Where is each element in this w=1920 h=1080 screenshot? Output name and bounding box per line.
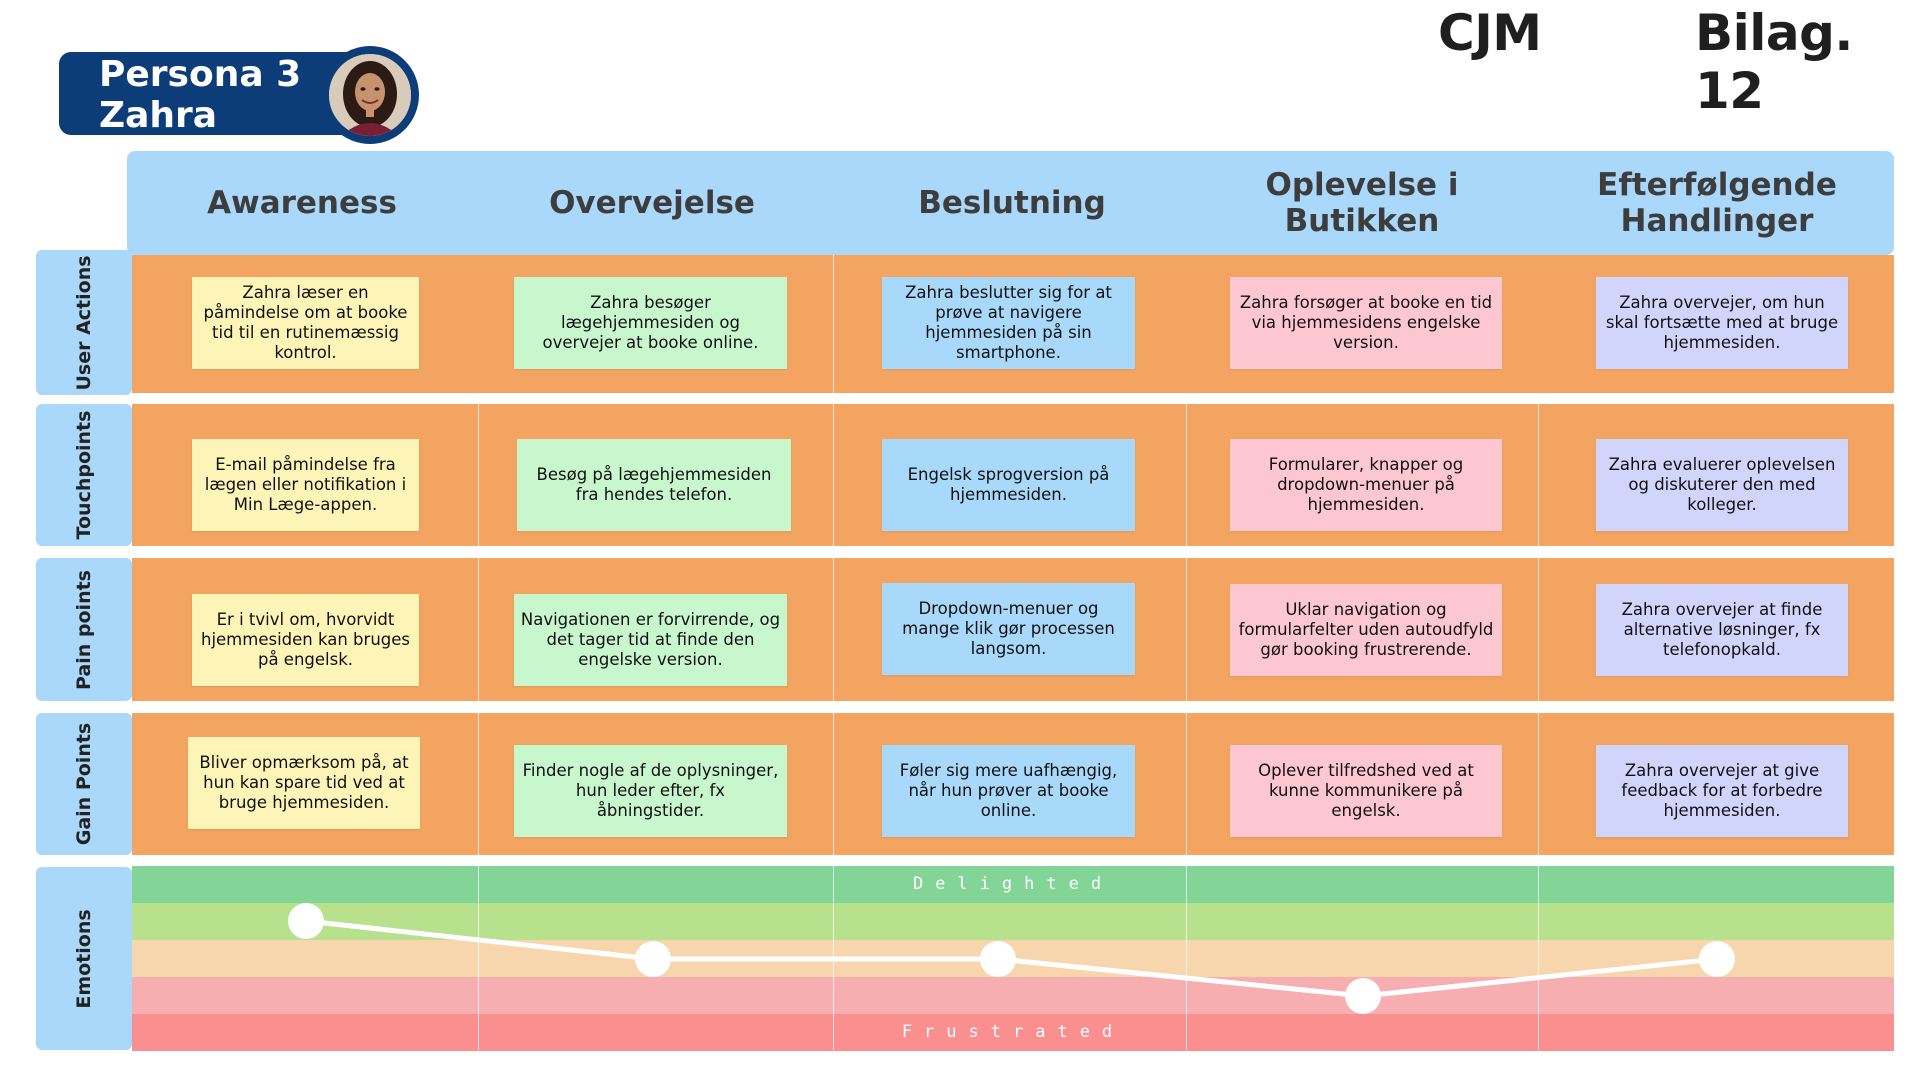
- emotion-chart: Delighted Frustrated: [132, 866, 1894, 1051]
- note-user-actions-oplevelse: Zahra forsøger at booke en tid via hjemm…: [1230, 277, 1502, 369]
- persona-line2: Zahra: [99, 95, 218, 136]
- emotion-point-0: [288, 903, 324, 939]
- emotion-point-4: [1699, 941, 1735, 977]
- persona-name: Persona 3 Zahra: [99, 54, 301, 136]
- emotion-band-5: [132, 1014, 1894, 1051]
- cjm-title: CJM: [1438, 4, 1542, 62]
- emotion-point-1: [635, 941, 671, 977]
- note-gain-awareness: Bliver opmærksom på, at hun kan spare ti…: [188, 737, 420, 829]
- emotion-top-word: Delighted: [912, 874, 1114, 894]
- note-touchpoints-oplevelse: Formularer, knapper og dropdown-menuer p…: [1230, 439, 1502, 531]
- stage-efterfolgende: Efterfølgende Handlinger: [1597, 167, 1837, 239]
- emotion-band-4: [132, 977, 1894, 1014]
- stage-oplevelse: Oplevelse i Butikken: [1265, 167, 1459, 239]
- column-divider: [478, 404, 479, 1050]
- note-touchpoints-awareness: E-mail påmindelse fra lægen eller notifi…: [192, 439, 419, 531]
- column-divider: [833, 255, 834, 1050]
- note-pain-efterfolgende: Zahra overvejer at finde alternative løs…: [1596, 584, 1848, 676]
- row-label-user-actions: User Actions: [36, 250, 132, 395]
- stage-overvejelse: Overvejelse: [549, 185, 755, 221]
- emotion-point-3: [1345, 978, 1381, 1014]
- avatar-ring: [321, 46, 419, 144]
- column-divider: [1538, 404, 1539, 1050]
- persona-line1: Persona 3: [99, 54, 302, 95]
- persona-portrait-icon: [329, 54, 411, 136]
- note-touchpoints-overvejelse: Besøg på lægehjemmesiden fra hendes tele…: [517, 439, 791, 531]
- row-label-touchpoints: Touchpoints: [36, 404, 132, 546]
- note-touchpoints-beslutning: Engelsk sprogversion på hjemmesiden.: [882, 439, 1135, 531]
- emotion-bottom-word: Frustrated: [901, 1022, 1125, 1042]
- note-pain-beslutning: Dropdown-menuer og mange klik gør proces…: [882, 583, 1135, 675]
- note-user-actions-awareness: Zahra læser en påmindelse om at booke ti…: [192, 277, 419, 369]
- persona-badge: Persona 3 Zahra: [59, 46, 419, 144]
- note-touchpoints-efterfolgende: Zahra evaluerer oplevelsen og diskuterer…: [1596, 439, 1848, 531]
- stage-beslutning: Beslutning: [918, 185, 1106, 221]
- note-pain-overvejelse: Navigationen er forvirrende, og det tage…: [514, 594, 787, 686]
- row-label-emotions: Emotions: [36, 867, 132, 1050]
- note-user-actions-overvejelse: Zahra besøger lægehjemmesiden og overvej…: [514, 277, 787, 369]
- note-pain-awareness: Er i tvivl om, hvorvidt hjemmesiden kan …: [192, 594, 419, 686]
- stage-header: Awareness Overvejelse Beslutning Oplevel…: [127, 151, 1894, 255]
- row-label-pain-points: Pain points: [36, 558, 132, 701]
- bilag-title: Bilag. 12: [1695, 4, 1853, 120]
- note-gain-efterfolgende: Zahra overvejer at give feedback for at …: [1596, 745, 1848, 837]
- note-user-actions-efterfolgende: Zahra overvejer, om hun skal fortsætte m…: [1596, 277, 1848, 369]
- stage-awareness: Awareness: [207, 185, 397, 221]
- note-user-actions-beslutning: Zahra beslutter sig for at prøve at navi…: [882, 277, 1135, 369]
- emotion-point-2: [980, 941, 1016, 977]
- note-gain-oplevelse: Oplever tilfredshed ved at kunne kommuni…: [1230, 745, 1502, 837]
- note-pain-oplevelse: Uklar navigation og formularfelter uden …: [1230, 584, 1502, 676]
- row-label-gain-points: Gain Points: [36, 713, 132, 855]
- emotion-band-1: [132, 866, 1894, 903]
- column-divider: [1186, 404, 1187, 1050]
- emotion-curve: [288, 903, 1735, 1014]
- avatar: [329, 54, 411, 136]
- note-gain-overvejelse: Finder nogle af de oplysninger, hun lede…: [514, 745, 787, 837]
- note-gain-beslutning: Føler sig mere uafhængig, når hun prøver…: [882, 745, 1135, 837]
